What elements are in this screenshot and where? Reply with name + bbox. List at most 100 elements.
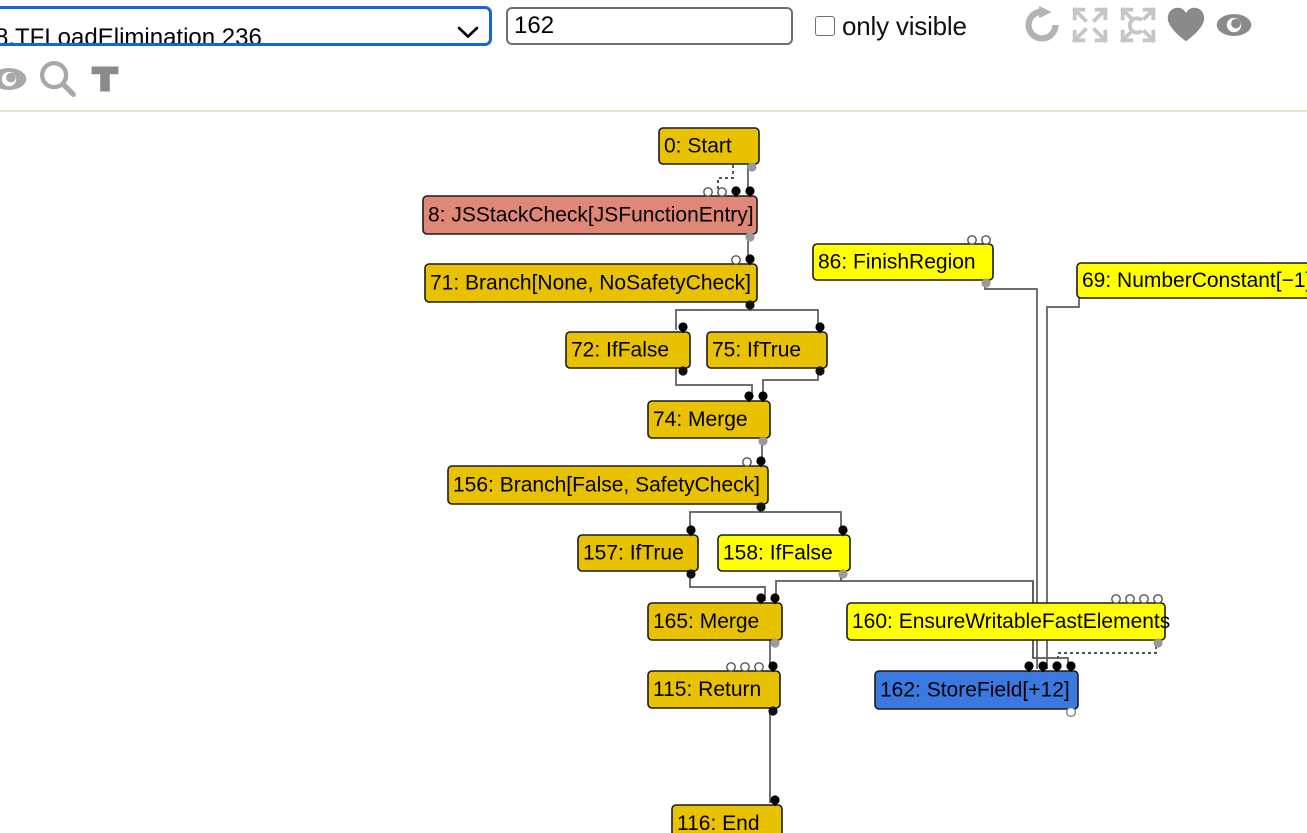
node-input-port-open[interactable] <box>731 255 741 265</box>
node-output-port[interactable] <box>756 502 766 512</box>
only-visible-control[interactable]: only visible <box>815 7 967 45</box>
node-output-port[interactable] <box>758 436 768 446</box>
node-output-port[interactable] <box>678 366 688 376</box>
node-input-port-open[interactable] <box>967 235 977 245</box>
node-input-arrow <box>686 530 696 537</box>
node-input-port-open[interactable] <box>1125 594 1135 604</box>
node-input-port-open[interactable] <box>703 187 713 197</box>
node-input-port-open[interactable] <box>742 457 752 467</box>
node-output-port[interactable] <box>768 706 778 716</box>
eye-icon[interactable] <box>1211 2 1257 48</box>
graph-node-label: 158: IfFalse <box>723 542 833 565</box>
graph-node-body[interactable] <box>671 804 783 833</box>
chevron-down-icon <box>457 26 479 38</box>
node-output-port[interactable] <box>981 278 991 288</box>
node-output-port[interactable] <box>770 638 780 648</box>
graph-node[interactable]: 165: Merge <box>647 593 783 648</box>
graph-node-body[interactable] <box>706 331 828 369</box>
graph-node-body[interactable] <box>447 465 769 505</box>
node-input-arrow <box>768 666 778 673</box>
graph-node-body[interactable] <box>577 534 699 572</box>
node-output-port[interactable] <box>838 569 848 579</box>
graph-canvas[interactable]: 0: Start 8: JSStackCheck[JSFunctionEntry]… <box>0 113 1307 833</box>
node-input-arrow <box>756 461 766 468</box>
node-output-port[interactable] <box>745 232 755 242</box>
node-input-port-open[interactable] <box>754 662 764 672</box>
graph-node[interactable]: 71: Branch[None, NoSafetyCheck] <box>424 254 758 310</box>
graph-node-label: 69: NumberConstant[−1] <box>1082 269 1307 292</box>
heart-icon[interactable] <box>1163 2 1209 48</box>
graph-node-label: 156: Branch[False, SafetyCheck] <box>453 474 760 497</box>
node-search-input[interactable] <box>506 7 793 45</box>
node-input-arrow <box>770 598 780 605</box>
graph-node-body[interactable] <box>647 670 781 709</box>
node-input-arrow <box>758 396 768 403</box>
graph-node[interactable]: 86: FinishRegion <box>812 235 994 288</box>
graph-node-body[interactable] <box>422 195 758 235</box>
graph-node-label: 115: Return <box>653 678 761 701</box>
node-input-arrow <box>678 327 688 334</box>
node-output-port-open[interactable] <box>1065 706 1077 718</box>
node-output-port[interactable] <box>1153 638 1163 648</box>
graph-node[interactable]: 69: NumberConstant[−1] <box>1076 262 1307 299</box>
graph-node-body[interactable] <box>647 602 783 641</box>
graph-node[interactable]: 162: StoreField[+12] <box>874 661 1079 718</box>
graph-node[interactable]: 75: IfTrue <box>706 322 828 376</box>
graph-node[interactable]: 158: IfFalse <box>717 525 851 579</box>
node-input-arrow <box>838 530 848 537</box>
graph-node-label: 74: Merge <box>653 408 748 431</box>
phase-select-value: 8.TFLoadElimination 236 <box>0 24 262 46</box>
graph-node-body[interactable] <box>424 263 758 303</box>
eye-icon[interactable] <box>0 56 32 102</box>
graph-node-body[interactable] <box>846 602 1166 641</box>
node-input-arrow <box>1024 666 1034 673</box>
graph-node[interactable]: 74: Merge <box>647 391 771 446</box>
node-input-port-open[interactable] <box>1153 594 1163 604</box>
graph-node[interactable]: 8: JSStackCheck[JSFunctionEntry] <box>422 186 758 242</box>
refresh-icon[interactable] <box>1019 2 1065 48</box>
graph-node-body[interactable] <box>658 127 760 165</box>
graph-node[interactable]: 72: IfFalse <box>565 322 691 376</box>
toolbar: 8.TFLoadElimination 236 only visible <box>0 0 1307 112</box>
graph-node[interactable]: 116: End <box>671 795 783 833</box>
graph-node-body[interactable] <box>717 534 851 572</box>
graph-node-body[interactable] <box>565 331 691 369</box>
graph-node[interactable]: 115: Return <box>647 661 781 716</box>
graph-edge <box>689 571 766 601</box>
node-output-port[interactable] <box>745 300 755 310</box>
phase-select[interactable]: 8.TFLoadElimination 236 <box>0 6 492 46</box>
graph-node-label: 86: FinishRegion <box>818 251 976 274</box>
node-input-arrow <box>731 191 741 198</box>
graph-node-body[interactable] <box>647 400 771 439</box>
node-input-port-open[interactable] <box>1139 594 1149 604</box>
graph-node[interactable]: 0: Start <box>658 127 760 172</box>
node-output-port[interactable] <box>686 569 696 579</box>
node-input-port-open[interactable] <box>726 662 736 672</box>
only-visible-checkbox[interactable] <box>815 16 835 36</box>
graph-node-body[interactable] <box>812 243 994 281</box>
node-input-port-open[interactable] <box>740 662 750 672</box>
search-icon[interactable] <box>34 56 80 102</box>
node-output-port[interactable] <box>815 366 825 376</box>
node-input-arrow <box>1052 666 1062 673</box>
node-input-port-open[interactable] <box>1111 594 1121 604</box>
graph-node-label: 8: JSStackCheck[JSFunctionEntry] <box>428 204 754 227</box>
graph-svg[interactable]: 0: Start 8: JSStackCheck[JSFunctionEntry]… <box>0 113 1307 833</box>
node-output-port[interactable] <box>747 162 757 172</box>
expand-all-icon[interactable] <box>1067 2 1113 48</box>
graph-node-label: 75: IfTrue <box>712 339 801 362</box>
graph-edge <box>775 571 842 601</box>
graph-node[interactable]: 156: Branch[False, SafetyCheck] <box>447 456 769 512</box>
graph-node-body[interactable] <box>874 670 1079 710</box>
graph-node-label: 160: EnsureWritableFastElements <box>852 610 1170 633</box>
graph-node-label: 162: StoreField[+12] <box>880 679 1070 702</box>
toolbar-row-primary: 8.TFLoadElimination 236 only visible <box>0 0 1307 52</box>
node-input-port-open[interactable] <box>981 235 991 245</box>
fit-to-screen-icon[interactable] <box>1115 2 1161 48</box>
text-icon[interactable] <box>82 56 128 102</box>
node-input-port-open[interactable] <box>717 187 727 197</box>
graph-node-body[interactable] <box>1076 262 1307 299</box>
graph-node[interactable]: 157: IfTrue <box>577 525 699 579</box>
graph-node[interactable]: 160: EnsureWritableFastElements <box>846 594 1170 648</box>
